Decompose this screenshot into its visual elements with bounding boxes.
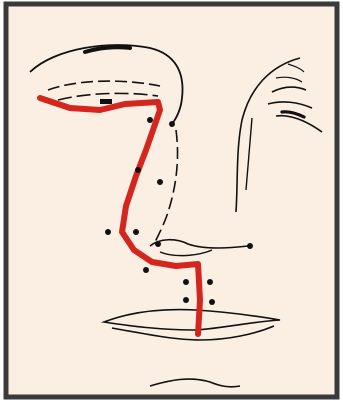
suture-dot [133, 229, 139, 235]
suture-dot [157, 179, 163, 185]
suture-dot [155, 241, 161, 247]
suture-dot [147, 117, 153, 123]
suture-dot [135, 167, 141, 173]
suture-dot [207, 279, 213, 285]
eye-pupil-mark [100, 99, 112, 104]
suture-dot [105, 229, 111, 235]
suture-dot [169, 121, 175, 127]
suture-dot [183, 279, 189, 285]
suture-dot [247, 243, 253, 249]
suture-dot [183, 297, 189, 303]
suture-dot [209, 299, 215, 305]
suture-dot [143, 267, 149, 273]
